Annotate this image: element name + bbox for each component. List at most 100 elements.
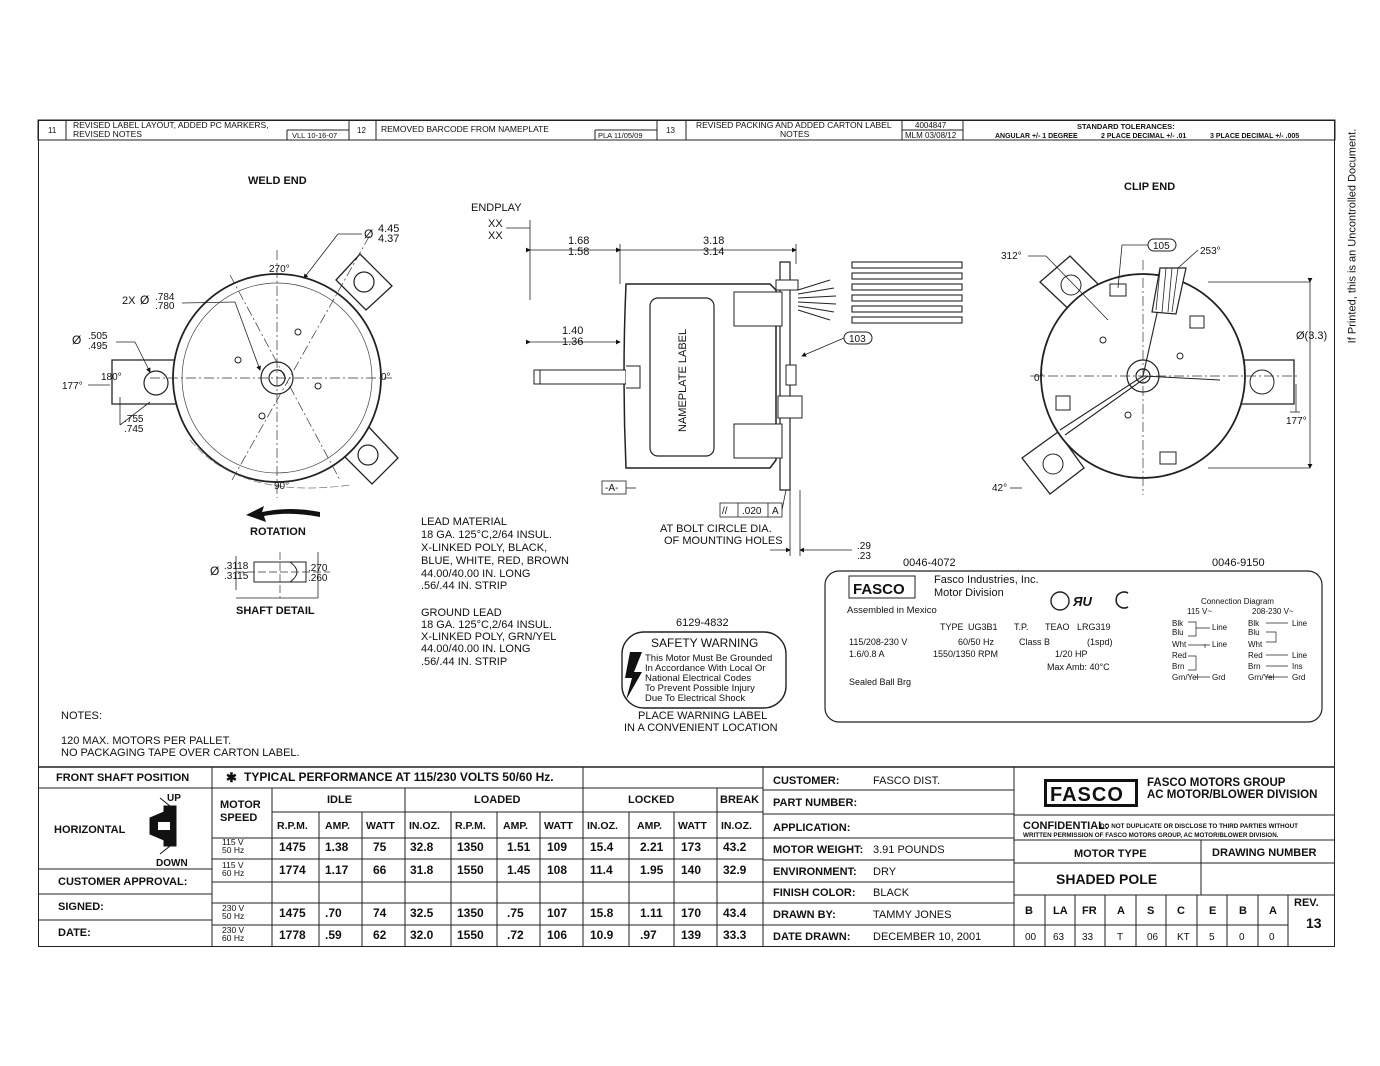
clip-tab-bl-hole	[1042, 453, 1064, 475]
ref-105: 105	[1153, 241, 1170, 252]
clip-dia: Ø(3.3)	[1296, 330, 1327, 342]
row-0-cell-10: 43.2	[723, 840, 747, 854]
nameplate-right-code: 0046-9150	[1212, 557, 1265, 569]
dim-0-23: .23	[857, 551, 871, 562]
lead-material-3: BLUE, WHITE, RED, BROWN	[421, 555, 569, 567]
warning-line-1: In Accordance With Local Or	[645, 663, 765, 674]
tolerances-angular: ANGULAR +/- 1 DEGREE	[995, 133, 1078, 140]
row-1-cell-2: 66	[373, 863, 387, 877]
code-val-7: 0	[1239, 932, 1245, 943]
row-1-cell-5: 1.45	[507, 863, 531, 877]
rev11-text-line2: REVISED NOTES	[73, 129, 142, 139]
drawing-number-label: DRAWING NUMBER	[1212, 847, 1317, 859]
conn-l-grn: Grn/Yel	[1172, 673, 1199, 682]
code-val-4: 06	[1147, 932, 1159, 943]
col-8: AMP.	[637, 820, 662, 832]
weld-end-stud-3	[258, 412, 266, 420]
nameplate-label: 0046-4072 0046-9150 FASCO Fasco Industri…	[824, 557, 1323, 723]
np-hp: 1/20 HP	[1055, 649, 1088, 659]
confidential-text-1: DO NOT DUPLICATE OR DISCLOSE TO THIRD PA…	[1100, 823, 1298, 830]
perf-title: TYPICAL PERFORMANCE AT 115/230 VOLTS 50/…	[244, 770, 554, 784]
row-1-cell-8: 1.95	[640, 863, 664, 877]
conn-title: Connection Diagram	[1201, 597, 1274, 606]
row-1-cell-10: 32.9	[723, 863, 747, 877]
fcf-datum: A	[772, 506, 779, 517]
datum-a: -A-	[605, 483, 618, 494]
ce-mark-icon	[1115, 591, 1129, 609]
weld-angle-270: 270°	[269, 264, 290, 275]
row-1-freq: 60 Hz	[222, 868, 244, 878]
weld-end-stud-1	[234, 356, 242, 364]
row-1-cell-9: 140	[681, 863, 701, 877]
ref-103: 103	[849, 334, 866, 345]
code-head-0: B	[1025, 905, 1033, 917]
shaft-dia-b: .3115	[224, 571, 249, 582]
row-0-cell-0: 1475	[279, 840, 306, 854]
row-4-volts: 230 V	[222, 925, 245, 935]
col-9: WATT	[678, 820, 708, 832]
row-0-cell-4: 1350	[457, 840, 484, 854]
row-0-cell-1: 1.38	[325, 840, 349, 854]
code-head-5: C	[1177, 905, 1185, 917]
conn-l-line-2: Line	[1212, 640, 1228, 649]
row-3-cell-9: 170	[681, 906, 701, 920]
title-logo: FASCO	[1050, 784, 1124, 806]
clip-tab-bottom-left	[1021, 431, 1085, 495]
conn-r-line-2: Line	[1292, 651, 1308, 660]
row-3-cell-6: 107	[547, 906, 567, 920]
code-head-8: A	[1269, 905, 1277, 917]
clip-end-title: CLIP END	[1124, 181, 1175, 193]
lead-material-5: .56/.44 IN. STRIP	[421, 580, 507, 592]
row-3-cell-2: 74	[373, 906, 387, 920]
ground-lead-1: 18 GA. 125°C,2/64 INSUL.	[421, 619, 552, 631]
weld-tab-top-hole	[353, 271, 375, 293]
code-head-2: FR	[1082, 905, 1097, 917]
conn-r-blk: Blk	[1248, 619, 1260, 628]
np-maxamb: Max Amb: 40°C	[1047, 662, 1110, 672]
np-type-label: TYPE	[940, 622, 964, 632]
nameplate-logo: FASCO	[853, 581, 905, 598]
conn-r-blu: Blu	[1248, 628, 1260, 637]
shaft-flat-b: .260	[308, 573, 328, 584]
row-3-cell-7: 15.8	[590, 906, 614, 920]
weld-hole-dia-a: .784	[155, 292, 175, 303]
notes-title: NOTES:	[61, 710, 102, 722]
nameplate-assembled: Assembled in Mexico	[847, 605, 937, 616]
rev-label: REV.	[1294, 897, 1319, 909]
np-type-val: UG3B1	[968, 622, 998, 632]
col-7: IN.OZ.	[587, 820, 618, 832]
row-0-cell-9: 173	[681, 840, 701, 854]
title-group-2: AC MOTOR/BLOWER DIVISION	[1147, 789, 1317, 801]
row-4-cell-1: .59	[325, 928, 342, 942]
rev-value: 13	[1306, 915, 1322, 931]
warning-place-1: PLACE WARNING LABEL	[638, 710, 767, 722]
rev13-by: MLM 03/08/12	[905, 131, 957, 140]
rev13-text-line1: REVISED PACKING AND ADDED CARTON LABEL	[696, 120, 892, 130]
warning-line-0: This Motor Must Be Grounded	[645, 653, 772, 664]
np-bearing: Sealed Ball Brg	[849, 677, 911, 687]
np-lrg: LRG319	[1077, 622, 1111, 632]
fcf-value: .020	[742, 506, 762, 517]
weld-tab-len-a: .755	[124, 414, 144, 425]
np-amps: 1.6/0.8 A	[849, 649, 885, 659]
title-group-1: FASCO MOTORS GROUP	[1147, 777, 1286, 789]
lead-material-4: 44.00/40.00 IN. LONG	[421, 568, 530, 580]
weld-end-stud-4	[294, 328, 302, 336]
conn-l-grd: Grd	[1212, 673, 1225, 682]
row-4-cell-7: 10.9	[590, 928, 614, 942]
nameplate-company-1: Fasco Industries, Inc.	[934, 574, 1039, 586]
info-label-1: PART NUMBER:	[773, 797, 857, 809]
code-val-1: 63	[1053, 932, 1065, 943]
code-val-0: 00	[1025, 932, 1037, 943]
confidential-text-2: WRITTEN PERMISSION OF FASCO MOTORS GROUP…	[1023, 832, 1279, 839]
warning-line-2: National Electrical Codes	[645, 673, 751, 684]
clip-angle-0: 0°	[1034, 373, 1044, 384]
code-head-6: E	[1209, 905, 1216, 917]
conn-l-brn: Brn	[1172, 662, 1184, 671]
weld-tab-left-hole	[143, 370, 169, 396]
clip-angle-42: 42°	[992, 483, 1007, 494]
conn-r-grn: Grn/Yel	[1248, 673, 1275, 682]
group-locked: LOCKED	[628, 794, 675, 806]
row-1-cell-1: 1.17	[325, 863, 349, 877]
